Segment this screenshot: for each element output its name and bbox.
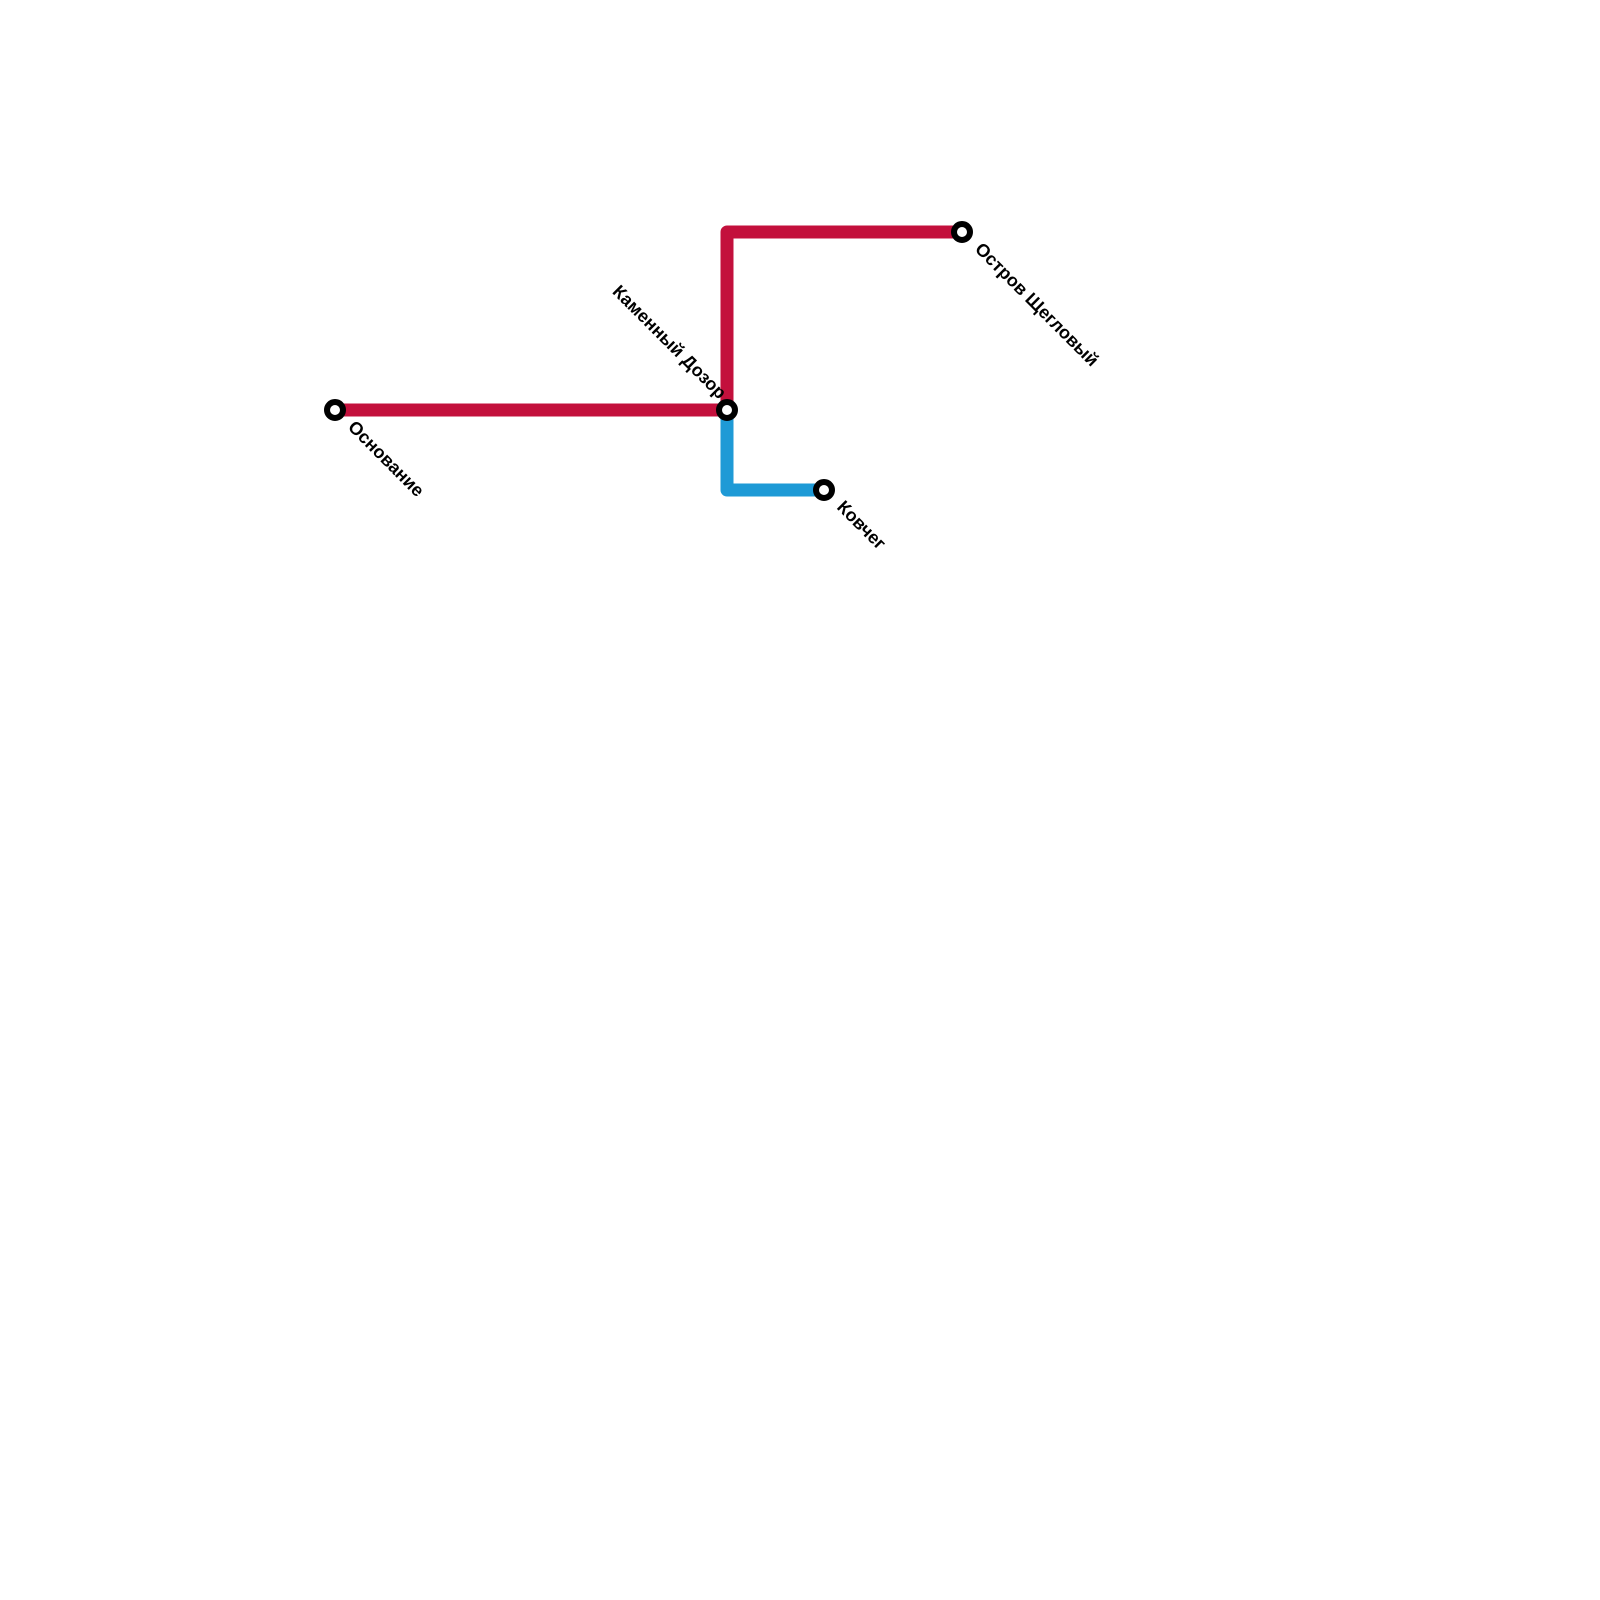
station-ostrov-shcheglovy: Остров Щегловый bbox=[951, 221, 1103, 371]
station-marker-icon bbox=[324, 399, 346, 421]
station-kamenny-dozor: Каменный Дозор bbox=[609, 281, 738, 421]
station-label: Каменный Дозор bbox=[609, 281, 731, 403]
station-marker-icon bbox=[951, 221, 973, 243]
station-label: Основание bbox=[344, 417, 428, 501]
station-kovcheg: Ковчег bbox=[813, 479, 890, 554]
station-osnovanie: Основание bbox=[324, 399, 428, 501]
station-marker-icon bbox=[716, 399, 738, 421]
station-label: Остров Щегловый bbox=[971, 239, 1103, 371]
metro-stations-layer: Основание Каменный Дозор Остров ЩегловыйКо… bbox=[324, 221, 1103, 554]
blue-line bbox=[720, 410, 824, 497]
station-label: Ковчег bbox=[833, 497, 890, 554]
red-line bbox=[335, 225, 962, 417]
station-marker-icon bbox=[813, 479, 835, 501]
metro-lines-layer bbox=[335, 225, 962, 497]
